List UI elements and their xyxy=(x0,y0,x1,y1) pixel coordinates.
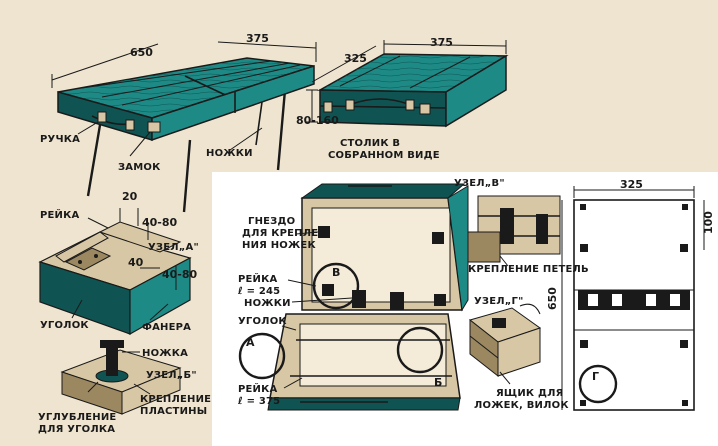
node-b-label-plate-line2: ПЛАСТИНЫ xyxy=(140,406,207,417)
node-g-label-box-line1: ЯЩИК ДЛЯ xyxy=(496,388,564,399)
node-a-label-corner: УГОЛОК xyxy=(40,320,89,331)
socket-label-line3: НИЯ НОЖЕК xyxy=(242,240,316,251)
folded-height-dim: 80-160 xyxy=(296,114,339,127)
plan-length-dim: 650 xyxy=(546,287,559,310)
open-table-drawing xyxy=(51,41,317,213)
label-legs: НОЖКИ xyxy=(206,148,253,159)
node-v-drawing xyxy=(467,195,561,267)
node-b-title: УЗЕЛ„Б" xyxy=(146,370,197,381)
plan-marker-g: Г xyxy=(592,370,599,383)
node-g-label-box-line2: ЛОЖЕК, ВИЛОК xyxy=(474,400,569,411)
rail-245-label-line2: ℓ = 245 xyxy=(237,286,280,297)
node-a-dim-40-80-top: 40-80 xyxy=(142,216,178,229)
plan-view-drawing xyxy=(561,186,705,411)
legs-label: НОЖКИ xyxy=(244,298,291,309)
marker-v: В xyxy=(332,266,340,279)
node-b-label-plate-line1: КРЕПЛЕНИЕ xyxy=(140,394,211,405)
folded-caption-line2: СОБРАННОМ ВИДЕ xyxy=(328,150,440,161)
node-b-drawing xyxy=(60,340,182,415)
node-b-label-recess-line2: ДЛЯ УГОЛКА xyxy=(38,424,115,435)
table-width-dim: 375 xyxy=(246,32,269,45)
node-a-dim-40: 40 xyxy=(128,256,144,269)
marker-a: А xyxy=(246,336,255,349)
node-v-label-hinges: КРЕПЛЕНИЕ ПЕТЕЛЬ xyxy=(468,264,589,275)
folded-caption-line1: СТОЛИК В xyxy=(340,138,400,149)
plan-width-dim: 325 xyxy=(620,178,643,191)
rail-375-label-line1: РЕЙКА xyxy=(238,382,278,395)
node-a-dim-40-80-side: 40-80 xyxy=(162,268,198,281)
rail-245-label-line1: РЕЙКА xyxy=(238,272,278,285)
corner-label: УГОЛОК xyxy=(238,316,287,327)
node-a-label-plywood: ФАНЕРА xyxy=(142,322,191,333)
node-v-title: УЗЕЛ„В" xyxy=(454,178,505,189)
plan-100-dim: 100 xyxy=(702,211,715,234)
folded-width-dim: 375 xyxy=(430,36,453,49)
socket-label-line1: ГНЕЗДО xyxy=(248,216,295,227)
folded-case-drawing xyxy=(306,40,509,128)
node-a-drawing xyxy=(38,208,192,336)
marker-b: Б xyxy=(434,376,442,389)
open-case-drawing xyxy=(238,183,469,411)
table-length-dim: 650 xyxy=(130,46,153,59)
node-b-label-recess-line1: УГЛУБЛЕНИЕ xyxy=(38,412,116,423)
socket-label-line2: ДЛЯ КРЕПЛЕ xyxy=(242,228,318,239)
label-handle: РУЧКА xyxy=(40,134,80,145)
node-a-label-rail: РЕЙКА xyxy=(40,208,80,221)
rail-375-label-line2: ℓ = 375 xyxy=(237,396,280,407)
folded-depth-dim: 325 xyxy=(344,52,367,65)
node-b-label-leg: НОЖКА xyxy=(142,348,188,359)
node-g-title: УЗЕЛ„Г" xyxy=(474,296,524,307)
node-a-title: УЗЕЛ„А" xyxy=(148,242,199,253)
label-lock: ЗАМОК xyxy=(118,162,161,173)
node-a-dim-20: 20 xyxy=(122,190,138,203)
node-g-drawing xyxy=(468,303,542,385)
